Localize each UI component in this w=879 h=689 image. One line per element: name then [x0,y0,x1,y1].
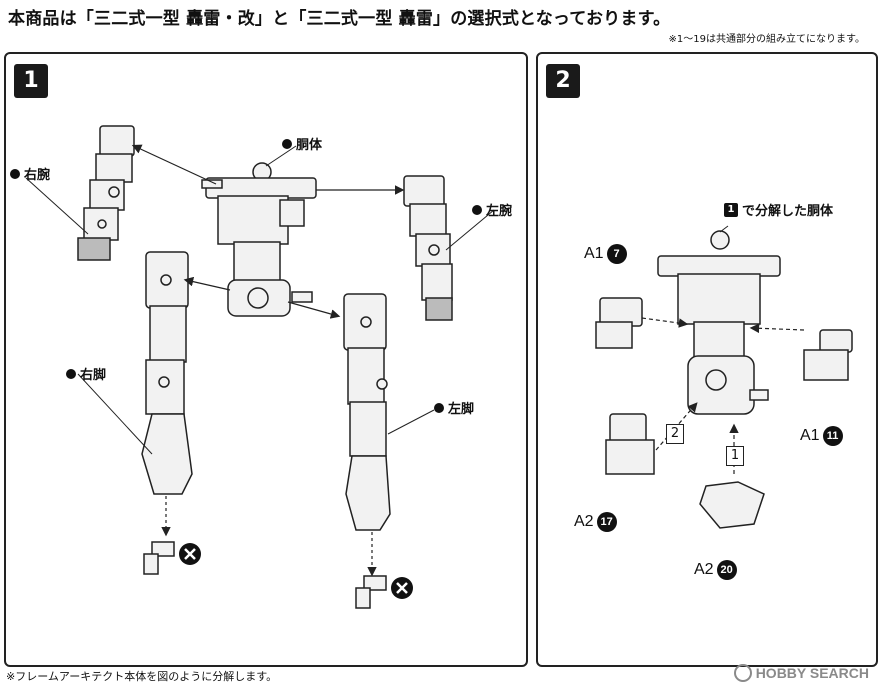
torso-label: 胴体 [282,134,322,153]
removed-part-right [143,541,175,575]
bullet-icon [472,204,482,215]
assembly-order-1: 1 [726,446,744,466]
hobby-search-logo-icon [733,664,752,682]
torso-assembly [657,230,781,415]
right-arm-part [77,125,135,261]
common-parts-note: ※1～19は共通部分の組み立てになります。 [668,34,865,45]
part-a1-7 [595,297,643,349]
bullet-icon [434,402,444,413]
right-arm-text: 右腕 [24,168,51,183]
part-label-a2-17: A2 17 [574,512,617,532]
right-leg-label: 右脚 [66,364,106,383]
left-arm-label: 左腕 [472,200,512,219]
torso-part [201,162,317,317]
runner-a1: A1 [800,427,820,444]
step-2-panel: 2 [536,52,878,667]
part-number-20: 20 [716,560,737,580]
torso-text: 胴体 [296,138,323,153]
step-1-illustration [25,125,495,609]
torso-reference-text: で分解した胴体 [742,204,834,219]
part-number-7: 7 [606,244,627,264]
part-label-a1-11: A1 11 [800,426,843,446]
step-2-number: 2 [546,64,580,98]
bullet-icon [66,368,76,379]
runner-a2: A2 [574,513,594,530]
step-1-panel: 1 [4,52,528,667]
part-number-17: 17 [596,512,617,532]
part-label-a2-20: A2 20 [694,560,737,580]
step-ref-badge: 1 [724,202,738,217]
left-leg-label: 左脚 [434,398,474,417]
runner-a1: A1 [584,245,604,262]
torso-reference-label: 1 で分解した胴体 [724,200,833,219]
assembly-order-2: 2 [666,424,684,444]
bullet-icon [282,138,292,149]
step-1-number: 1 [14,64,48,98]
left-leg-text: 左脚 [448,402,475,417]
right-arm-label: 右腕 [10,164,50,183]
left-arm-text: 左腕 [486,204,513,219]
x-mark-icon-left [391,577,413,599]
part-a1-11 [803,329,853,381]
removed-part-left [355,575,387,609]
runner-a2: A2 [694,561,714,578]
part-number-11: 11 [822,426,843,446]
watermark: HOBBY SEARCH [733,664,869,682]
x-mark-icon-right [179,543,201,565]
part-label-a1-7: A1 7 [584,244,627,264]
left-leg-part [343,293,391,531]
part-a2-17 [605,413,655,475]
right-leg-text: 右脚 [80,368,107,383]
step-2-illustration [595,225,853,529]
right-leg-part [141,251,193,495]
left-arm-part [403,175,453,321]
watermark-text: HOBBY SEARCH [755,665,869,681]
footer-note: ※フレームアーキテクト本体を図のように分解します。 [6,670,278,683]
part-a2-20 [699,481,765,529]
page-title: 本商品は「三二式一型 轟雷・改」と「三二式一型 轟雷」の選択式となっております。 [8,9,671,29]
bullet-icon [10,168,20,179]
